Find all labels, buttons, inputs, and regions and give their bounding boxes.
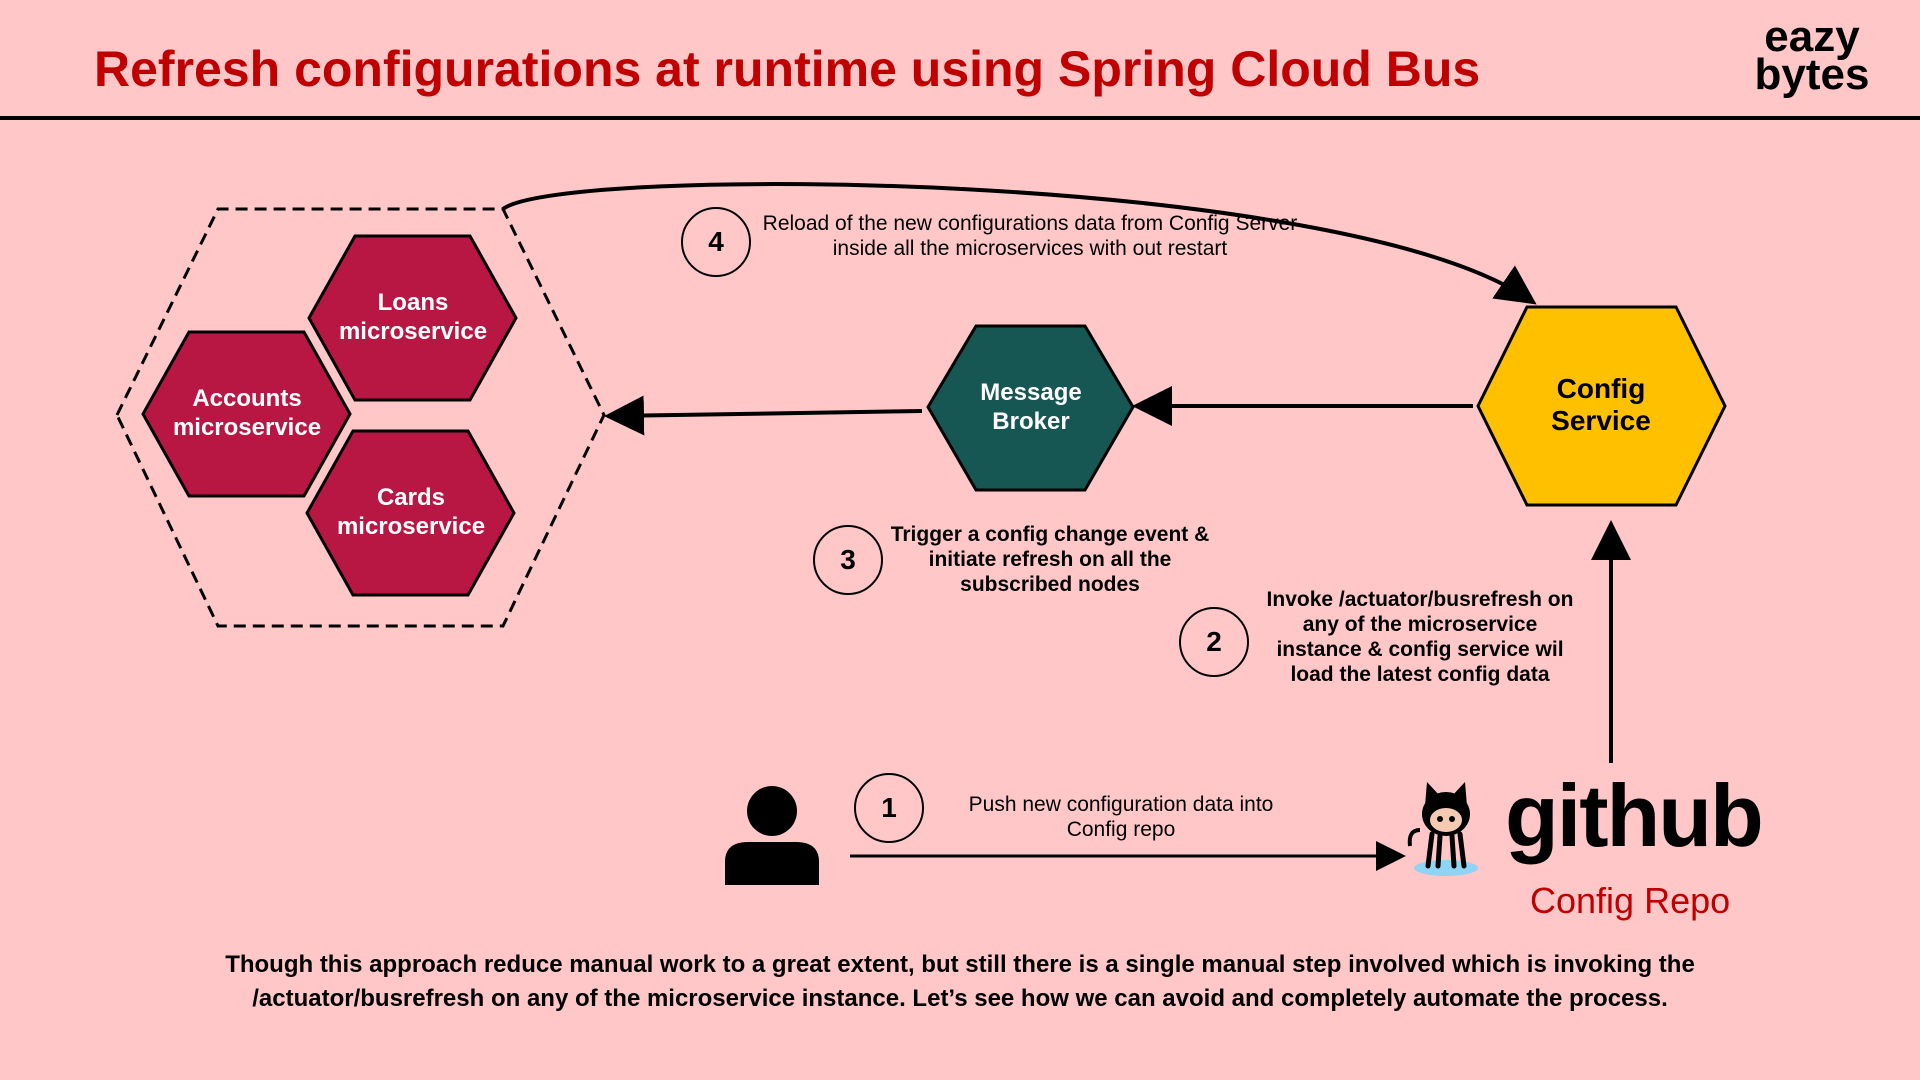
accounts-line-1: Accounts — [192, 385, 302, 412]
logo-line-2: bytes — [1754, 50, 1870, 99]
cards-microservice-label: Cards microservice — [337, 483, 485, 541]
step-2-line-4: load the latest config data — [1290, 663, 1550, 686]
step-1-line-2: Config repo — [1066, 818, 1176, 841]
loans-microservice-hex — [307, 234, 518, 402]
accounts-line-2: microservice — [172, 414, 322, 441]
config-repo-label: Config Repo — [1530, 880, 1731, 921]
config-service-hex — [1476, 305, 1727, 507]
step-4-badge: 4 — [681, 207, 751, 277]
page-title: Refresh configurations at runtime using … — [94, 41, 1481, 97]
microservices-group-boundary — [115, 207, 606, 628]
footer-note: Though this approach reduce manual work … — [100, 948, 1820, 1016]
broker-line-2: Broker — [992, 408, 1070, 435]
cards-line-2: microservice — [336, 513, 486, 540]
step-1-line-1: Push new configuration data into — [968, 793, 1274, 816]
header: Refresh configurations at runtime using … — [0, 0, 1920, 120]
step-4-line-1: Reload of the new configurations data fr… — [762, 212, 1298, 235]
step-2-description: Invoke /actuator/busrefresh on any of th… — [1260, 587, 1580, 687]
cards-microservice-hex — [305, 429, 516, 597]
step-2-line-1: Invoke /actuator/busrefresh on — [1266, 588, 1574, 611]
accounts-microservice-label: Accounts microservice — [173, 384, 321, 442]
cards-line-1: Cards — [376, 484, 446, 511]
step-2-line-3: instance & config service wil — [1276, 638, 1564, 661]
step-3-line-1: Trigger a config change event & — [890, 523, 1210, 546]
step-1-description: Push new configuration data into Config … — [946, 792, 1296, 842]
config-service-label: Config Service — [1551, 373, 1651, 437]
arrow-reload-curve — [501, 182, 1537, 305]
loans-microservice-label: Loans microservice — [339, 288, 487, 346]
config-line-2: Service — [1551, 405, 1651, 436]
footer-line-2: /actuator/busrefresh on any of the micro… — [252, 985, 1668, 1012]
footer-line-1: Though this approach reduce manual work … — [225, 951, 1695, 978]
step-2-line-2: any of the microservice — [1302, 613, 1538, 636]
user-icon — [725, 786, 819, 885]
step-3-line-3: subscribed nodes — [960, 573, 1140, 596]
step-4-description: Reload of the new configurations data fr… — [752, 211, 1308, 261]
github-octocat-icon — [1407, 782, 1478, 876]
step-3-badge: 3 — [813, 525, 883, 595]
message-broker-label: Message Broker — [980, 378, 1081, 436]
step-2-badge: 2 — [1179, 607, 1249, 677]
loans-line-2: microservice — [338, 318, 488, 345]
step-4-line-2: inside all the microservices with out re… — [832, 237, 1228, 260]
broker-line-1: Message — [980, 379, 1082, 406]
step-1-badge: 1 — [854, 773, 924, 843]
logo-line-1: eazy — [1764, 12, 1860, 61]
step-3-description: Trigger a config change event & initiate… — [890, 522, 1210, 597]
loans-line-1: Loans — [377, 289, 449, 316]
step-3-line-2: initiate refresh on all the — [928, 548, 1172, 571]
arrow-broker-to-microservices — [604, 395, 923, 436]
github-wordmark: github — [1505, 766, 1764, 865]
eazybytes-logo: eazy bytes — [1742, 12, 1882, 99]
config-line-1: Config — [1556, 373, 1646, 404]
accounts-microservice-hex — [141, 330, 352, 498]
